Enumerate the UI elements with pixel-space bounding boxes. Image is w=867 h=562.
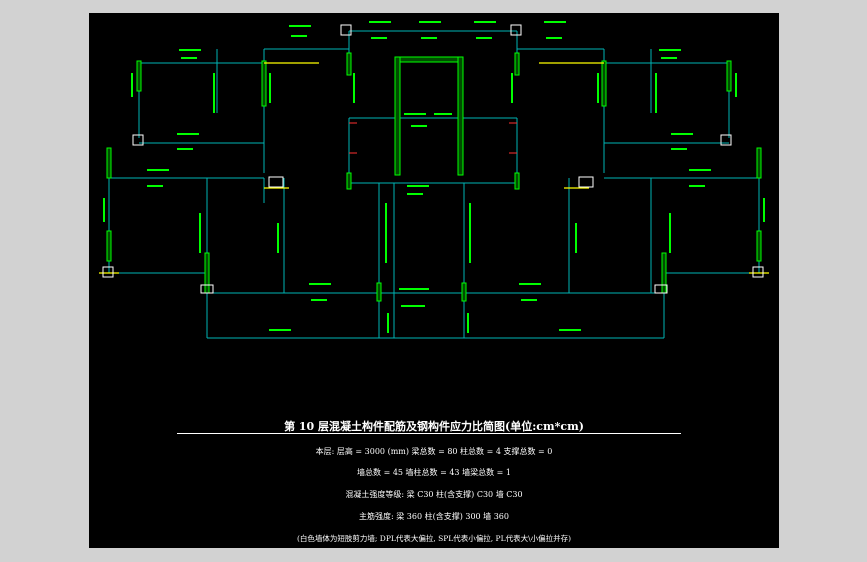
title-underline <box>177 433 681 434</box>
cad-drawing-canvas: 第 10 层混凝土构件配筋及钢构件应力比简图(单位:cm*cm) 本层: 层高 … <box>89 13 779 548</box>
columns <box>102 24 764 294</box>
stub-beams <box>349 122 517 154</box>
rebar-annotations <box>147 21 711 331</box>
wall-segments <box>106 52 762 302</box>
rebar-annotations-vertical <box>103 73 765 333</box>
floor-plan-diagram <box>99 21 769 339</box>
drawing-title: 第 10 层混凝土构件配筋及钢构件应力比简图(单位:cm*cm) <box>284 420 584 433</box>
drawing-note: (白色墙体为短肢剪力墙; DPL代表大偏拉, SPL代表小偏拉, PL代表大\小… <box>296 534 572 543</box>
highlight-beams <box>99 62 769 274</box>
summary-line-1: 本层: 层高 = 3000 (mm) 梁总数 = 80 柱总数 = 4 支撑总数… <box>315 447 553 456</box>
summary-line-2: 墙总数 = 45 墙柱总数 = 43 墙梁总数 = 1 <box>357 468 511 477</box>
summary-line-3: 混凝土强度等级: 梁 C30 柱(含支撑) C30 墙 C30 <box>345 490 523 499</box>
summary-line-4: 主筋强度: 梁 360 柱(含支撑) 300 墙 360 <box>358 512 509 521</box>
